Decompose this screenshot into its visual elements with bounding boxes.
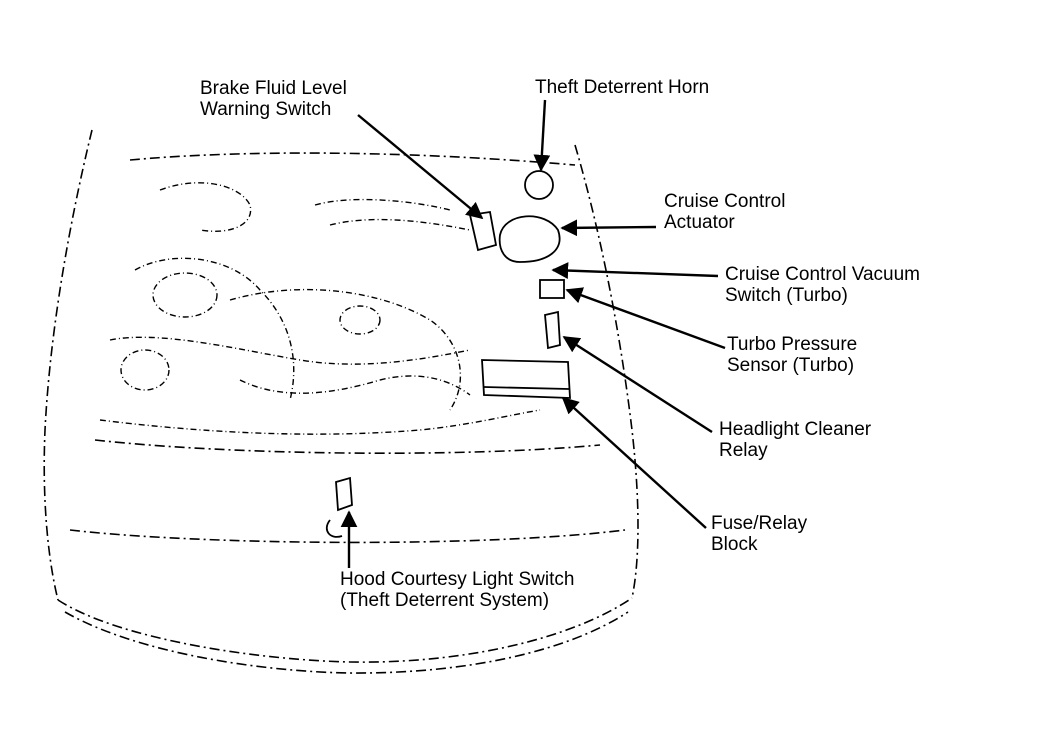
leader-turbo-pressure bbox=[565, 287, 726, 350]
headlight-relay-body bbox=[544, 310, 561, 350]
wiring bbox=[239, 375, 471, 396]
label-cruise-actuator: Cruise Control Actuator bbox=[664, 191, 786, 233]
leader-theft-horn bbox=[533, 99, 551, 172]
label-theft-horn: Theft Deterrent Horn bbox=[535, 77, 710, 98]
label-cruise-vacuum: Cruise Control Vacuum Switch (Turbo) bbox=[725, 264, 921, 306]
leader-cruise-actuator bbox=[560, 219, 657, 237]
engine-sketch bbox=[99, 182, 541, 435]
air-cleaner-housing bbox=[152, 272, 218, 318]
air-cleaner bbox=[159, 182, 252, 232]
leader-cruise-vacuum bbox=[551, 262, 719, 279]
cowl-line bbox=[129, 152, 576, 166]
fender-left bbox=[43, 129, 93, 601]
fender-right bbox=[574, 144, 639, 599]
valve-cover bbox=[134, 257, 295, 401]
grille-line bbox=[94, 439, 601, 455]
engine-block bbox=[109, 336, 471, 365]
fuse-relay-block-body bbox=[481, 359, 571, 399]
hood-switch-body bbox=[325, 476, 353, 538]
label-turbo-pressure: Turbo Pressure Sensor (Turbo) bbox=[727, 334, 858, 376]
fuse-relay-block-band bbox=[483, 386, 570, 390]
leader-headlight-relay bbox=[562, 335, 713, 434]
throttle-body bbox=[120, 349, 170, 391]
leader-brake-fluid bbox=[357, 114, 484, 220]
vehicle-outline bbox=[43, 129, 639, 674]
leader-lines bbox=[340, 99, 726, 568]
label-hood-switch: Hood Courtesy Light Switch (Theft Deterr… bbox=[340, 569, 575, 611]
pulley bbox=[339, 305, 381, 335]
cruise-actuator-body bbox=[498, 215, 561, 263]
bumper-lower bbox=[64, 611, 629, 674]
vacuum-switch-body bbox=[539, 279, 565, 299]
label-headlight-relay: Headlight Cleaner Relay bbox=[719, 419, 872, 461]
label-brake-fluid: Brake Fluid Level Warning Switch bbox=[200, 78, 347, 120]
theft-horn-body bbox=[524, 170, 554, 200]
radiator-support bbox=[69, 529, 626, 544]
intake-manifold bbox=[229, 288, 462, 411]
front-bumper bbox=[57, 597, 633, 663]
label-fuse-relay: Fuse/Relay Block bbox=[711, 513, 808, 555]
brake-fluid-reservoir bbox=[468, 210, 498, 252]
hoses bbox=[314, 198, 471, 231]
leader-fuse-relay bbox=[561, 396, 707, 529]
engine-lower bbox=[99, 409, 541, 435]
